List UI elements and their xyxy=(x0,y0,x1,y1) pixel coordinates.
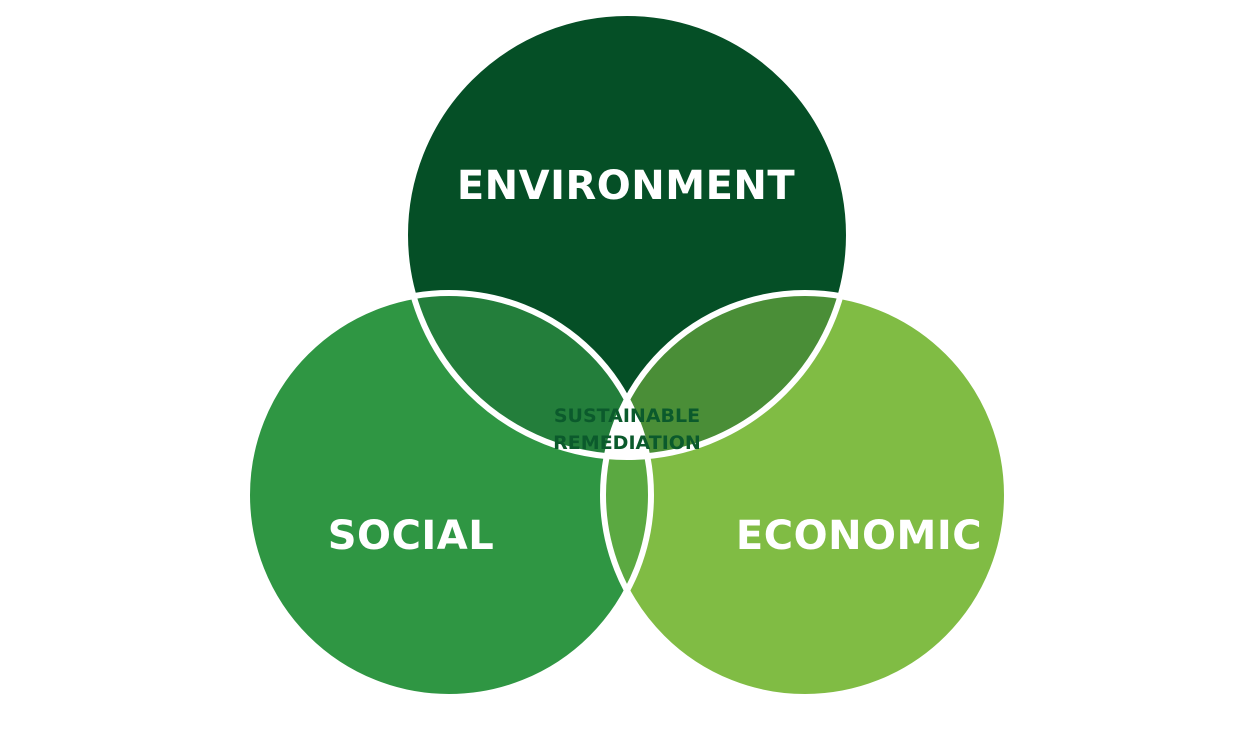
economic-label: ECONOMIC xyxy=(736,513,982,559)
environment-label: ENVIRONMENT xyxy=(457,163,796,209)
center-label-line2: REMEDIATION xyxy=(553,432,701,454)
environment-social-overlap xyxy=(405,293,651,457)
center-label-line1: SUSTAINABLE xyxy=(554,405,700,427)
circle-outlines xyxy=(244,10,1010,700)
environment-economic-overlap xyxy=(603,293,849,457)
social-label: SOCIAL xyxy=(328,513,495,559)
